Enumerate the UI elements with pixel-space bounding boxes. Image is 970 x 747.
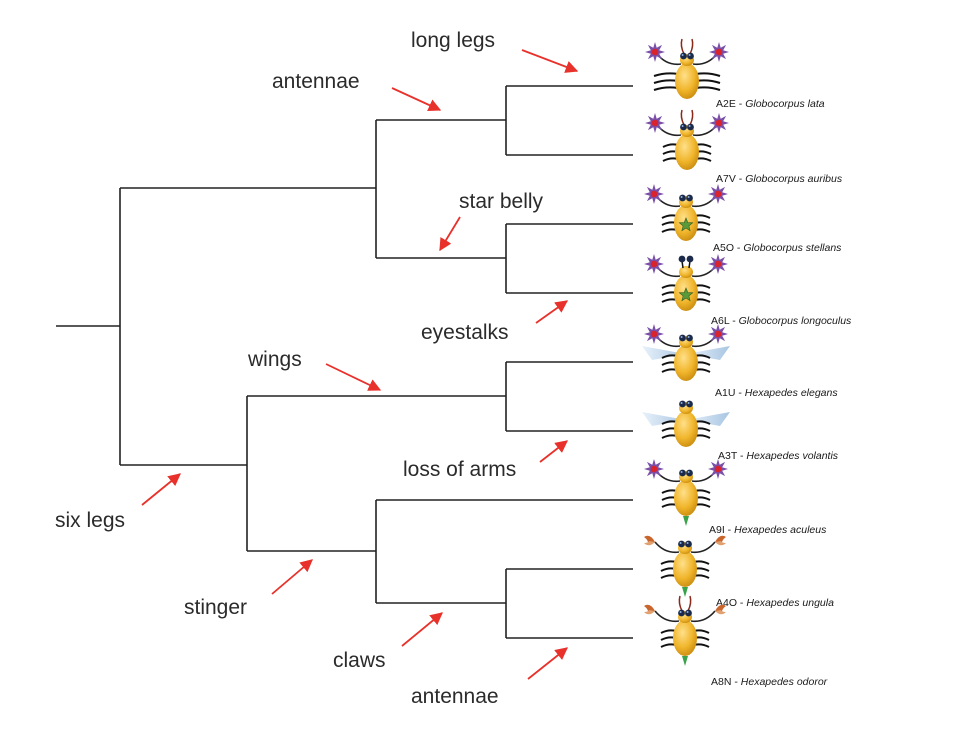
trait-label-eyestalks: eyestalks bbox=[421, 321, 509, 344]
taxon-label: A8N - Hexapedes odoror bbox=[711, 676, 828, 688]
arms-icon bbox=[654, 610, 716, 623]
taxon-label: A1U - Hexapedes elegans bbox=[715, 387, 838, 399]
stinger-icon bbox=[682, 587, 688, 597]
trait-label-stinger: stinger bbox=[184, 596, 247, 619]
head-icon bbox=[679, 266, 693, 278]
eyes-icon bbox=[679, 194, 693, 202]
eyes-icon bbox=[679, 334, 693, 342]
claw-icon bbox=[715, 535, 726, 546]
trait-label-claws: claws bbox=[333, 649, 386, 672]
creature-icon-a1u bbox=[642, 324, 730, 381]
eyes-icon bbox=[680, 123, 694, 131]
arrow-claws bbox=[401, 612, 443, 647]
star-hand-icon bbox=[708, 254, 728, 274]
eyes-icon bbox=[678, 540, 692, 548]
creature-icon-a4o bbox=[644, 535, 726, 597]
belly-star-icon bbox=[678, 287, 694, 302]
body-icon bbox=[673, 551, 697, 587]
star-hand-icon bbox=[644, 459, 664, 479]
eyes-icon bbox=[679, 400, 693, 408]
arms-icon bbox=[654, 541, 716, 554]
arrow-six-legs bbox=[141, 473, 181, 506]
arrow-wings bbox=[325, 363, 382, 391]
trait-label-star-belly: star belly bbox=[459, 190, 544, 213]
trait-label-wings: wings bbox=[247, 348, 302, 371]
stinger-icon bbox=[683, 516, 689, 526]
star-hand-icon bbox=[644, 324, 664, 344]
creature-icon-a7v bbox=[645, 109, 729, 170]
wings-icon bbox=[642, 412, 730, 426]
arrow-antennae-top bbox=[391, 87, 442, 112]
taxon-label: A5O - Globocorpus stellans bbox=[713, 242, 842, 254]
creature-icon-a5o bbox=[644, 184, 728, 241]
arrow-long-legs bbox=[521, 49, 579, 73]
eyes-icon bbox=[678, 255, 694, 269]
belly-star-icon bbox=[678, 217, 694, 232]
trait-arrows bbox=[141, 49, 579, 680]
trait-label-six-legs: six legs bbox=[55, 509, 125, 532]
star-hand-icon bbox=[709, 113, 729, 133]
eyes-icon bbox=[678, 609, 692, 617]
body-icon bbox=[674, 411, 698, 447]
trait-label-antennae-top: antennae bbox=[272, 70, 360, 93]
trait-labels: long legs antennae star belly eyestalks … bbox=[55, 29, 544, 708]
creature-illustrations bbox=[642, 38, 730, 666]
creature-icon-a9i bbox=[644, 459, 728, 526]
star-hand-icon bbox=[645, 42, 665, 62]
antennae-icon bbox=[680, 109, 694, 126]
body-icon bbox=[674, 480, 698, 516]
arrow-loss-of-arms bbox=[539, 440, 568, 463]
creature-icon-a2e bbox=[645, 38, 729, 99]
star-hand-icon bbox=[644, 184, 664, 204]
trait-label-antennae-bottom: antennae bbox=[411, 685, 499, 708]
taxon-label: A6L - Globocorpus longoculus bbox=[711, 315, 852, 327]
trait-label-long-legs: long legs bbox=[411, 29, 495, 52]
star-hand-icon bbox=[708, 184, 728, 204]
body-icon bbox=[675, 134, 699, 170]
antennae-icon bbox=[678, 595, 692, 612]
trait-label-loss-of-arms: loss of arms bbox=[403, 458, 516, 481]
taxon-label: A2E - Globocorpus lata bbox=[716, 98, 825, 110]
taxon-label: A4O - Hexapedes ungula bbox=[716, 597, 834, 609]
body-icon bbox=[673, 620, 697, 656]
claw-icon bbox=[644, 604, 655, 615]
star-hand-icon bbox=[644, 254, 664, 274]
star-hand-icon bbox=[708, 459, 728, 479]
taxon-label: A3T - Hexapedes volantis bbox=[718, 450, 839, 462]
taxon-label: A7V - Globocorpus auribus bbox=[716, 173, 843, 185]
wings-icon bbox=[642, 346, 730, 360]
arrow-eyestalks bbox=[535, 300, 569, 324]
creature-icon-a6l bbox=[644, 254, 728, 311]
taxon-labels: A2E - Globocorpus lata A7V - Globocorpus… bbox=[709, 98, 852, 688]
creature-icon-a8n bbox=[644, 595, 726, 666]
taxon-label: A9I - Hexapedes aculeus bbox=[709, 524, 827, 536]
creature-icon-a3t bbox=[642, 400, 730, 447]
star-hand-icon bbox=[709, 42, 729, 62]
body-icon bbox=[674, 345, 698, 381]
arrow-star-belly bbox=[439, 216, 461, 252]
star-hand-icon bbox=[708, 324, 728, 344]
star-hand-icon bbox=[645, 113, 665, 133]
arrow-stinger bbox=[271, 559, 313, 595]
arrow-antennae-bottom bbox=[527, 647, 568, 680]
eyes-icon bbox=[679, 469, 693, 477]
body-icon bbox=[675, 63, 699, 99]
stinger-icon bbox=[682, 656, 688, 666]
eyes-icon bbox=[680, 52, 694, 60]
claw-icon bbox=[644, 535, 655, 546]
claw-icon bbox=[715, 604, 726, 615]
tree-branches bbox=[56, 85, 633, 639]
antennae-icon bbox=[680, 38, 694, 55]
